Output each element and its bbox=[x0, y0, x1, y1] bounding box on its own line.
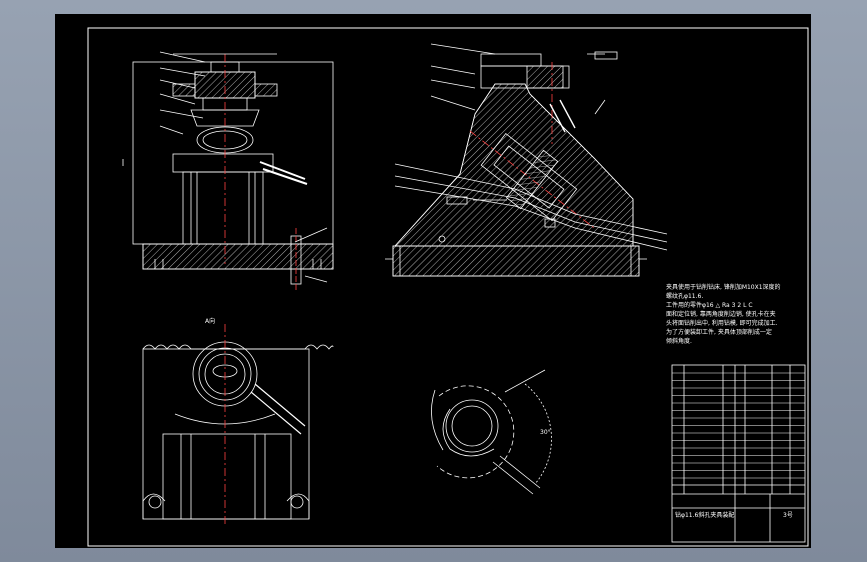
note-line: 螺纹孔φ11.6. bbox=[666, 293, 704, 300]
assembly-drawing bbox=[87, 27, 809, 547]
note-line: 头将面钻削出中, 利用钻模, 即可完成加工. bbox=[666, 320, 778, 327]
note-line: 工件用的零件φ16 △ Ra 3 2 L C bbox=[666, 302, 753, 309]
front-view bbox=[122, 51, 334, 292]
angle-label: 30° bbox=[540, 429, 551, 436]
a-direction-view bbox=[142, 324, 334, 524]
technical-requirements: 夹具使用于钻削钻床, 锋削加M10X1深度的 螺纹孔φ11.6. 工件用的零件φ… bbox=[666, 283, 804, 346]
note-line: 夹具使用于钻削钻床, 锋削加M10X1深度的 bbox=[666, 284, 781, 291]
a-view-label: A向 bbox=[205, 318, 216, 325]
sheet-size: 3号 bbox=[783, 512, 793, 519]
parts-list bbox=[671, 364, 806, 543]
drawing-sheet: A向 30° 夹具使用于钻削钻床, 锋削加M10X1深度的 螺纹孔φ11.6. … bbox=[55, 14, 811, 548]
note-line: 倾斜角度. bbox=[666, 338, 692, 345]
inner-frame bbox=[87, 27, 809, 547]
note-line: 面和定位销, 靠两角度削边销, 使孔卡在夹 bbox=[666, 311, 776, 318]
note-line: 为了方便装卸工件, 夹具体顶部削成一定 bbox=[666, 329, 772, 336]
drawing-name: 钻φ11.6斜孔夹具装配 bbox=[675, 512, 735, 519]
detail-view bbox=[431, 369, 552, 495]
side-section-view bbox=[385, 43, 668, 277]
